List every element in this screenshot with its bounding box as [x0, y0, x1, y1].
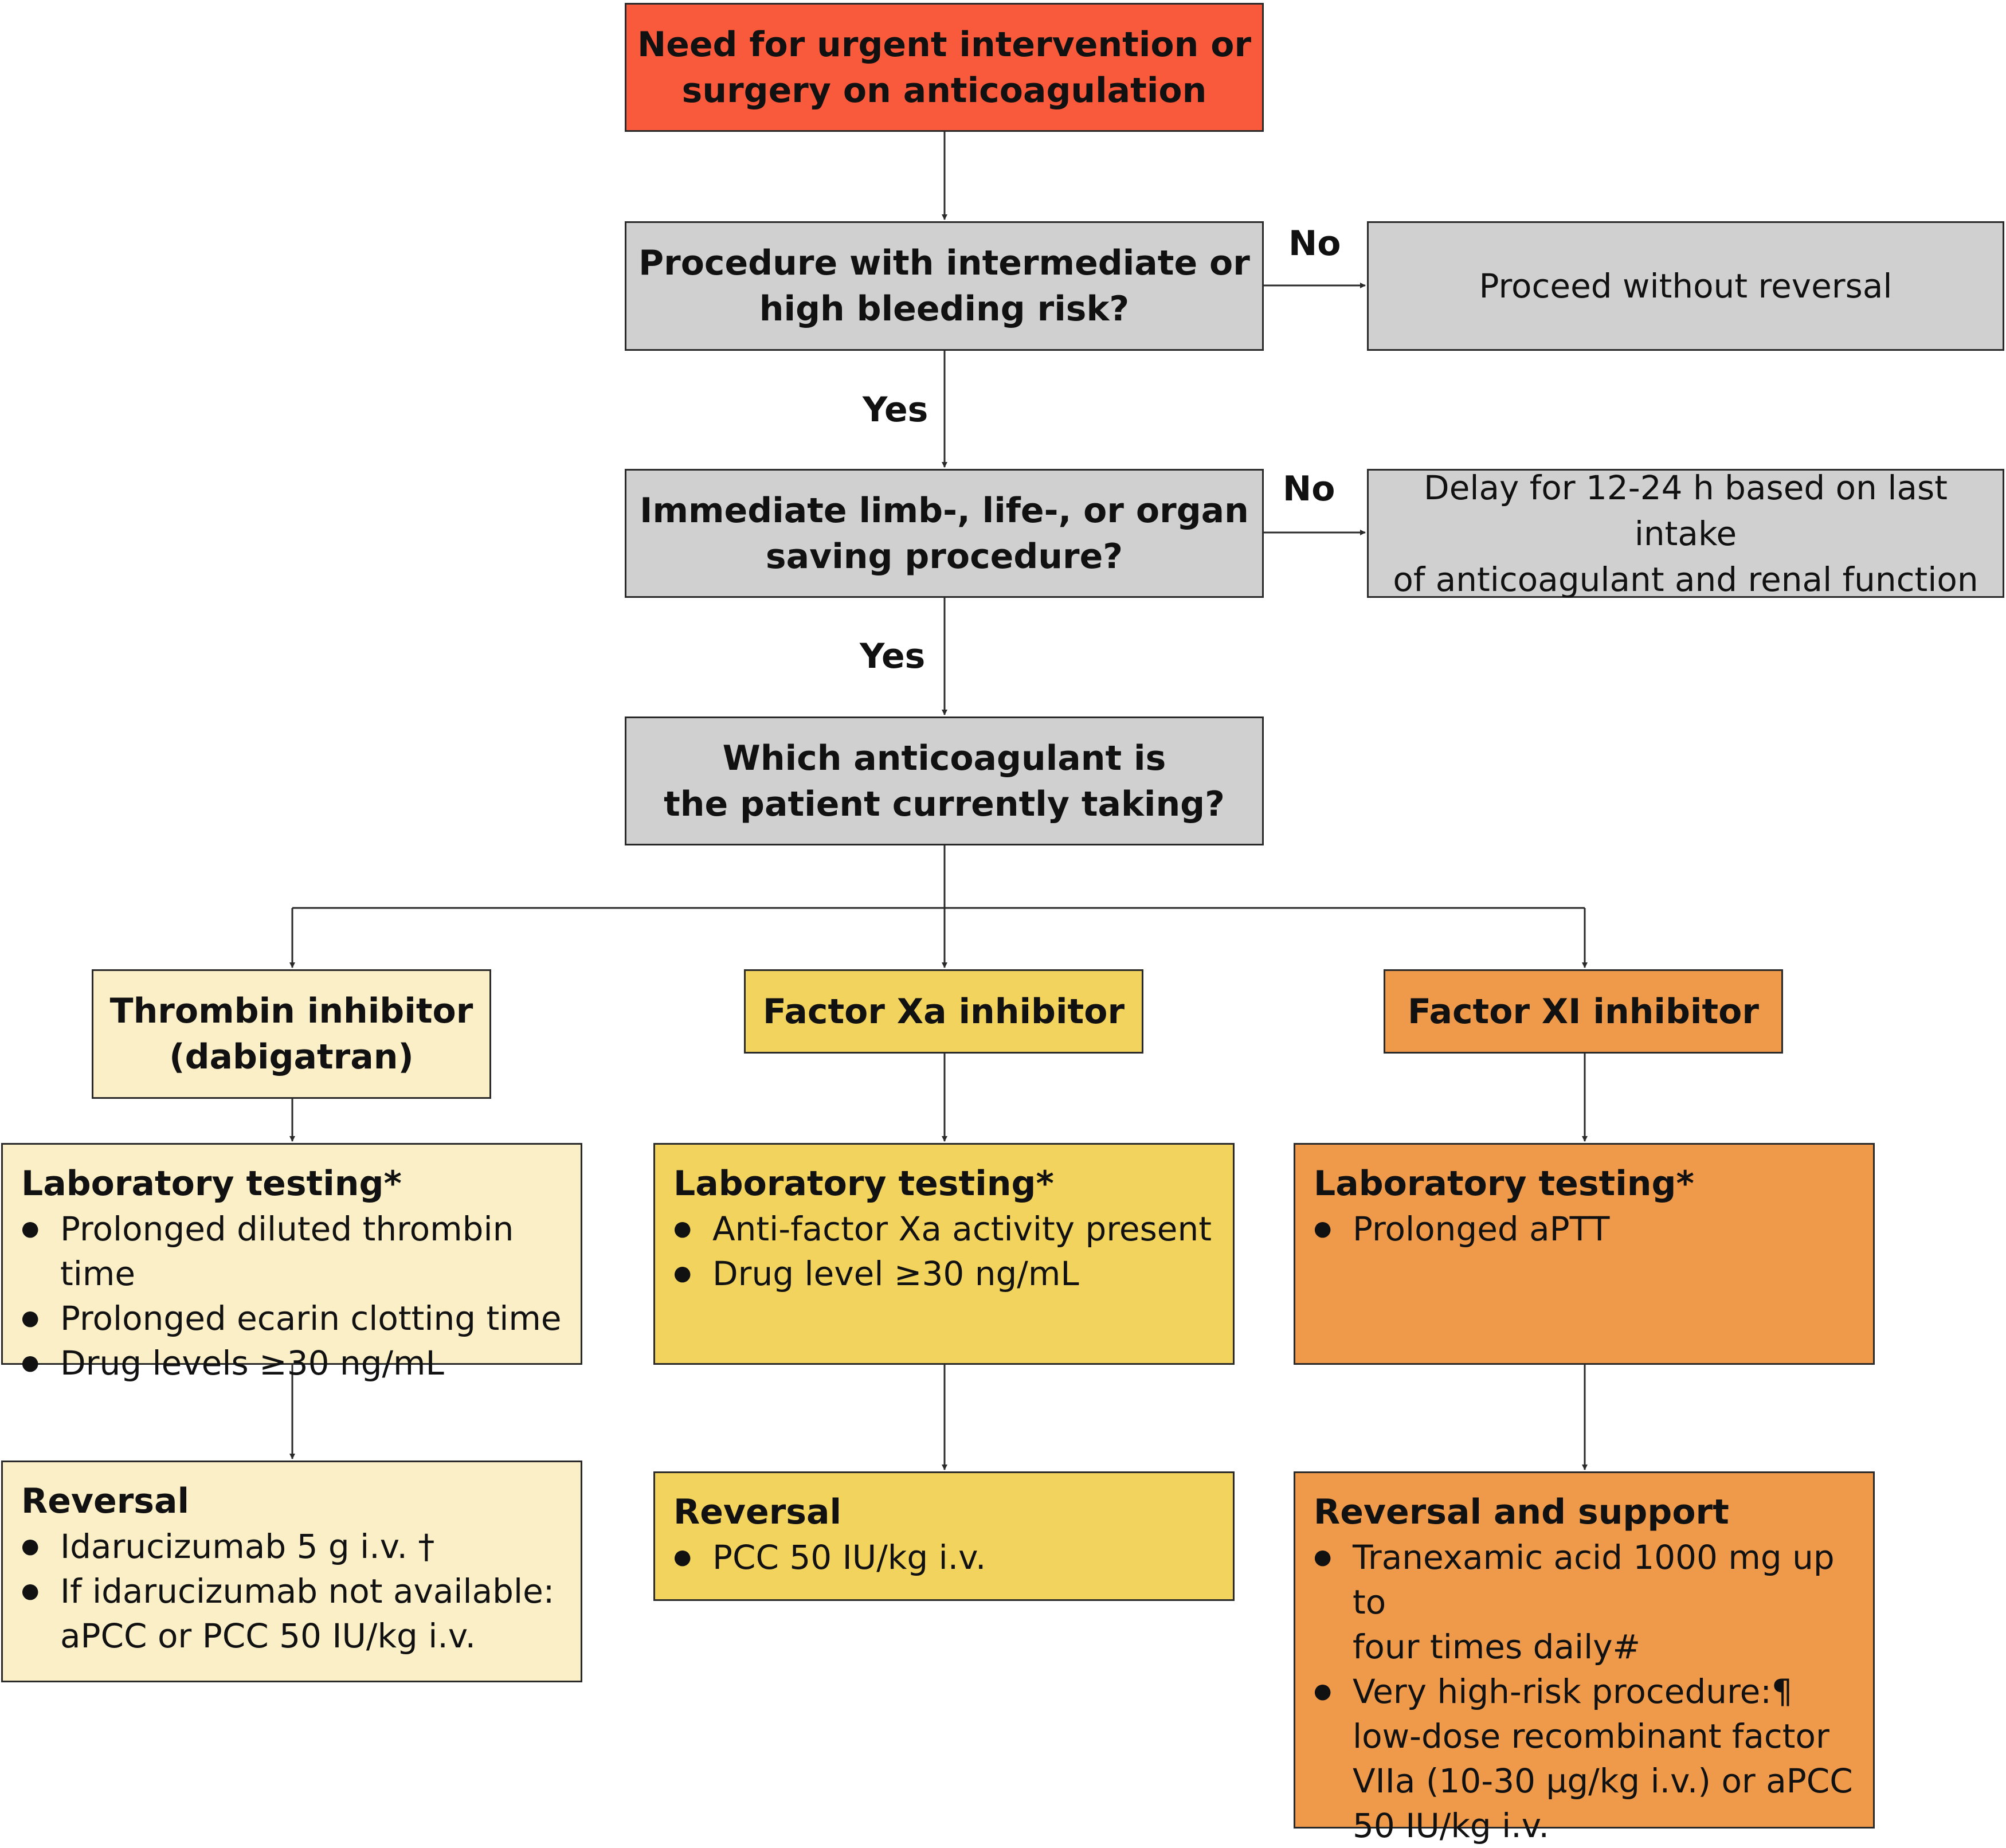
q1-line-2: high bleeding risk?: [759, 289, 1130, 329]
q2-line-2: saving procedure?: [765, 536, 1123, 577]
xa-lab-title: Laboratory testing*: [673, 1164, 1054, 1204]
list-item: PCC 50 IU/kg i.v.: [673, 1535, 1214, 1580]
item-line: four times daily#: [1353, 1627, 1641, 1666]
xa-reversal-box: Reversal PCC 50 IU/kg i.v.: [653, 1471, 1235, 1601]
bleeding-risk-question: Procedure with intermediate or high blee…: [625, 221, 1264, 351]
thrombin-lab-title: Laboratory testing*: [21, 1164, 402, 1204]
q2-line-1: Immediate limb-, life-, or organ: [640, 490, 1249, 531]
item-line: 50 IU/kg i.v.: [1353, 1806, 1549, 1845]
q3-line-1: Which anticoagulant is: [722, 738, 1166, 778]
xi-lab-title: Laboratory testing*: [1314, 1164, 1694, 1204]
xi-reversal-list: Tranexamic acid 1000 mg up to four times…: [1314, 1535, 1855, 1848]
factor-xi-inhibitor-box: Factor XI inhibitor: [1384, 969, 1783, 1054]
xi-reversal-title: Reversal and support: [1314, 1492, 1729, 1532]
thrombin-line-1: Thrombin inhibitor: [109, 991, 473, 1031]
q1-no-label: No: [1288, 224, 1341, 264]
xa-reversal-list: PCC 50 IU/kg i.v.: [673, 1535, 1214, 1580]
start-box: Need for urgent intervention or surgery …: [625, 3, 1264, 132]
q2-no-line-2: of anticoagulant and renal function: [1393, 559, 1978, 599]
q2-yes-label: Yes: [860, 636, 926, 676]
q1-no-text: Proceed without reversal: [1479, 267, 1893, 306]
delay-box: Delay for 12-24 h based on last intake o…: [1367, 468, 2004, 599]
thrombin-lab-list: Prolonged diluted thrombin time Prolonge…: [21, 1207, 562, 1385]
list-item: Prolonged diluted thrombin time: [21, 1207, 562, 1296]
anticoagulant-question: Which anticoagulant is the patient curre…: [625, 717, 1264, 845]
factor-xa-inhibitor-box: Factor Xa inhibitor: [744, 969, 1143, 1054]
thrombin-lab-testing-box: Laboratory testing* Prolonged diluted th…: [1, 1143, 582, 1385]
xa-lab-testing-box: Laboratory testing* Anti-factor Xa activ…: [653, 1143, 1235, 1365]
list-item: Prolonged ecarin clotting time: [21, 1296, 562, 1341]
xi-line-1: Factor XI inhibitor: [1408, 991, 1759, 1032]
xi-lab-list: Prolonged aPTT: [1314, 1207, 1855, 1251]
q1-line-1: Procedure with intermediate or: [638, 243, 1250, 283]
thrombin-line-2: (dabigatran): [169, 1037, 414, 1077]
list-item: Idarucizumab 5 g i.v. †: [21, 1524, 562, 1569]
proceed-without-reversal-box: Proceed without reversal: [1367, 221, 2004, 351]
q2-no-label: No: [1283, 469, 1335, 509]
xi-lab-testing-box: Laboratory testing* Prolonged aPTT: [1294, 1143, 1875, 1365]
list-item: Drug levels ≥30 ng/mL: [21, 1341, 562, 1385]
xa-lab-list: Anti-factor Xa activity present Drug lev…: [673, 1207, 1214, 1296]
item-line: Idarucizumab 5 g i.v. †: [60, 1527, 435, 1566]
item-line: Tranexamic acid 1000 mg up to: [1353, 1538, 1835, 1622]
start-line-2: surgery on anticoagulation: [681, 70, 1207, 111]
list-item: Tranexamic acid 1000 mg up to four times…: [1314, 1535, 1855, 1669]
thrombin-reversal-title: Reversal: [21, 1481, 190, 1521]
thrombin-inhibitor-box: Thrombin inhibitor (dabigatran): [92, 969, 491, 1099]
thrombin-reversal-box: Reversal Idarucizumab 5 g i.v. † If idar…: [1, 1461, 582, 1682]
item-line: If idarucizumab not available:: [60, 1572, 555, 1611]
item-line: VIIa (10-30 µg/kg i.v.) or aPCC: [1353, 1761, 1853, 1800]
item-line: Very high-risk procedure:¶: [1353, 1672, 1793, 1711]
list-item: Prolonged aPTT: [1314, 1207, 1855, 1251]
xa-line-1: Factor Xa inhibitor: [762, 991, 1125, 1032]
q2-no-line-1: Delay for 12-24 h based on last intake: [1424, 468, 1948, 553]
life-saving-question: Immediate limb-, life-, or organ saving …: [625, 469, 1264, 598]
xa-reversal-title: Reversal: [673, 1492, 842, 1532]
start-line-1: Need for urgent intervention or: [637, 24, 1252, 65]
list-item: Drug level ≥30 ng/mL: [673, 1251, 1214, 1296]
item-line: low-dose recombinant factor: [1353, 1717, 1829, 1756]
item-line: aPCC or PCC 50 IU/kg i.v.: [60, 1616, 476, 1655]
list-item: Very high-risk procedure:¶ low-dose reco…: [1314, 1669, 1855, 1848]
thrombin-reversal-list: Idarucizumab 5 g i.v. † If idarucizumab …: [21, 1524, 562, 1658]
list-item: If idarucizumab not available: aPCC or P…: [21, 1569, 562, 1658]
xi-reversal-box: Reversal and support Tranexamic acid 100…: [1294, 1471, 1875, 1845]
list-item: Anti-factor Xa activity present: [673, 1207, 1214, 1251]
q3-line-2: the patient currently taking?: [664, 784, 1225, 824]
q1-yes-label: Yes: [863, 390, 928, 430]
item-line: PCC 50 IU/kg i.v.: [712, 1538, 986, 1577]
